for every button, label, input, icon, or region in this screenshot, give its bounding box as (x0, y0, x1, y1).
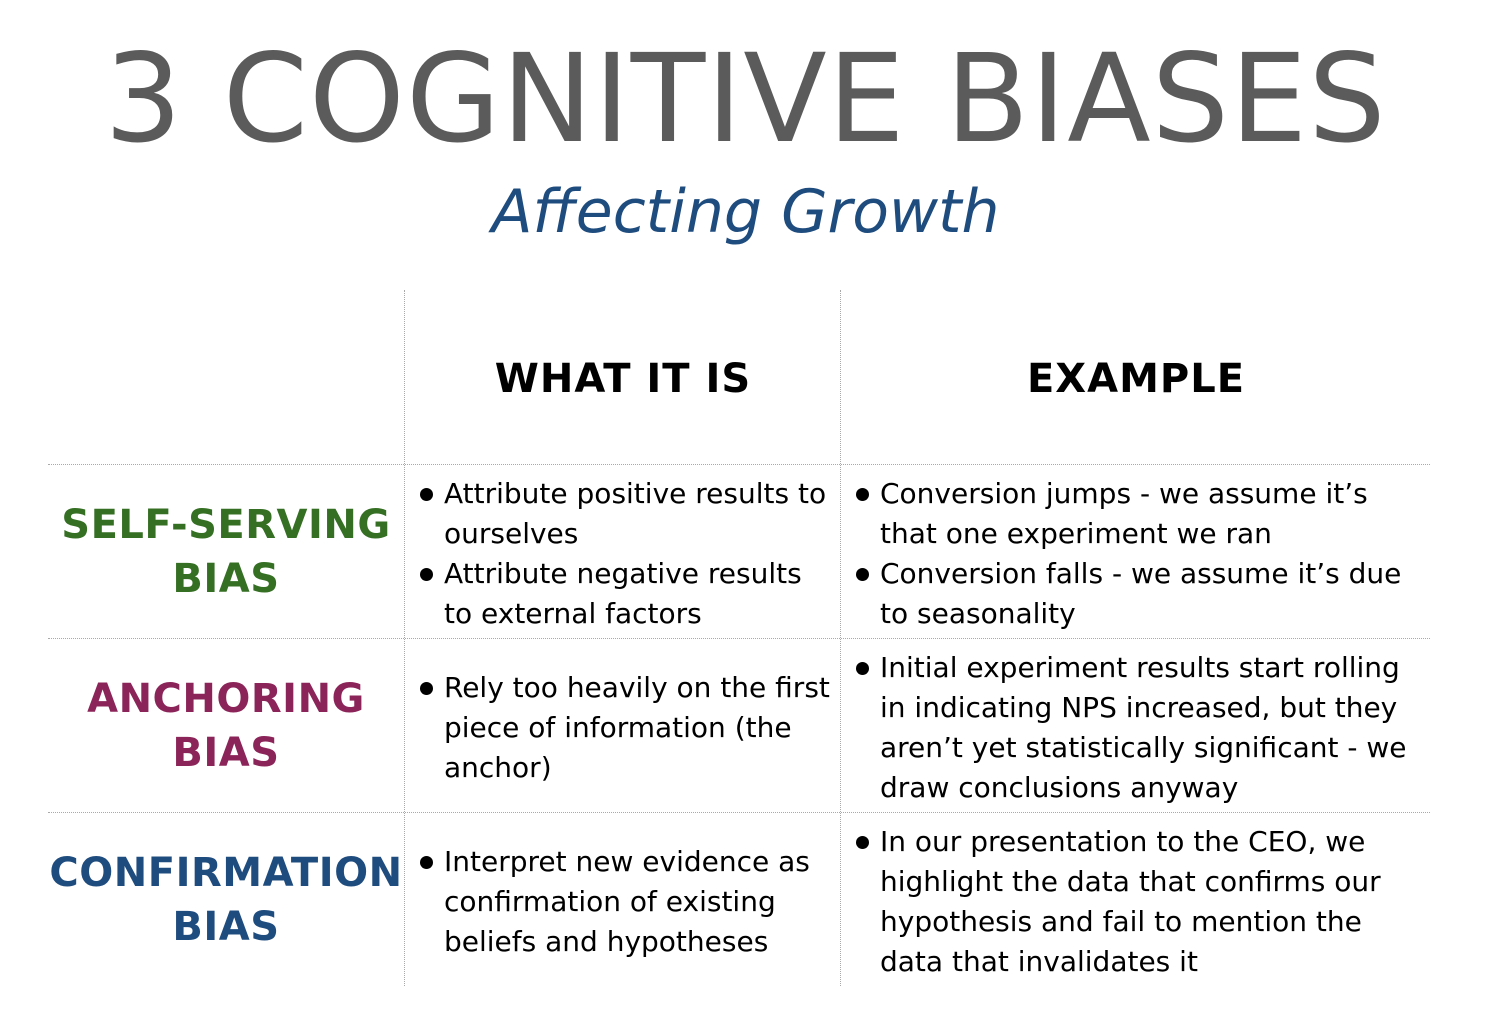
list-item-text: Interpret new evidence as confirmation o… (444, 845, 810, 958)
list-item-text: Rely too heavily on the first piece of i… (444, 671, 830, 784)
row-label-line: CONFIRMATION (49, 850, 403, 896)
list-item-text: Conversion jumps - we assume it’s that o… (880, 477, 1368, 550)
row-label-line: BIAS (172, 904, 280, 950)
anchoring-what-it-is: Rely too heavily on the first piece of i… (406, 668, 836, 788)
list-item: In our presentation to the CEO, we highl… (842, 822, 1432, 982)
bullet-dot-icon (420, 682, 433, 695)
list-item: Conversion jumps - we assume it’s that o… (842, 474, 1432, 554)
bullet-dot-icon (420, 856, 433, 869)
bullet-dot-icon (420, 488, 433, 501)
page-subtitle: Affecting Growth (491, 177, 1000, 247)
row-label-line: BIAS (172, 730, 280, 776)
bullet-dot-icon (856, 662, 869, 675)
list-item-text: Attribute negative results to external f… (444, 557, 802, 630)
self-serving-what-it-is: Attribute positive results to ourselves … (406, 474, 836, 634)
list-item-text: Conversion falls - we assume it’s due to… (880, 557, 1402, 630)
list-item: Initial experiment results start rolling… (842, 648, 1432, 808)
list-item-text: In our presentation to the CEO, we highl… (880, 825, 1381, 978)
list-item: Attribute positive results to ourselves (406, 474, 836, 554)
row-divider (48, 464, 1430, 465)
confirmation-what-it-is: Interpret new evidence as confirmation o… (406, 842, 836, 962)
list-item-text: Initial experiment results start rolling… (880, 651, 1407, 804)
row-label-self-serving-bias: SELF-SERVING BIAS (48, 498, 404, 606)
list-item-text: Attribute positive results to ourselves (444, 477, 827, 550)
row-label-line: SELF-SERVING (61, 502, 391, 548)
bias-table: WHAT IT IS EXAMPLE SELF-SERVING BIAS Att… (48, 290, 1430, 986)
row-label-confirmation-bias: CONFIRMATION BIAS (48, 846, 404, 954)
list-item: Conversion falls - we assume it’s due to… (842, 554, 1432, 634)
row-label-anchoring-bias: ANCHORING BIAS (48, 672, 404, 780)
page-title: 3 COGNITIVE BIASES (104, 28, 1387, 170)
column-header-example: EXAMPLE (1026, 356, 1246, 402)
anchoring-example: Initial experiment results start rolling… (842, 648, 1432, 808)
row-divider (48, 812, 1430, 813)
self-serving-example: Conversion jumps - we assume it’s that o… (842, 474, 1432, 634)
bullet-dot-icon (856, 568, 869, 581)
row-label-line: BIAS (172, 556, 280, 602)
confirmation-example: In our presentation to the CEO, we highl… (842, 822, 1432, 982)
bullet-dot-icon (856, 488, 869, 501)
row-divider (48, 638, 1430, 639)
column-header-what-it-is: WHAT IT IS (494, 356, 752, 402)
list-item: Attribute negative results to external f… (406, 554, 836, 634)
list-item: Interpret new evidence as confirmation o… (406, 842, 836, 962)
bullet-dot-icon (856, 836, 869, 849)
bullet-dot-icon (420, 568, 433, 581)
list-item: Rely too heavily on the first piece of i… (406, 668, 836, 788)
row-label-line: ANCHORING (87, 676, 365, 722)
